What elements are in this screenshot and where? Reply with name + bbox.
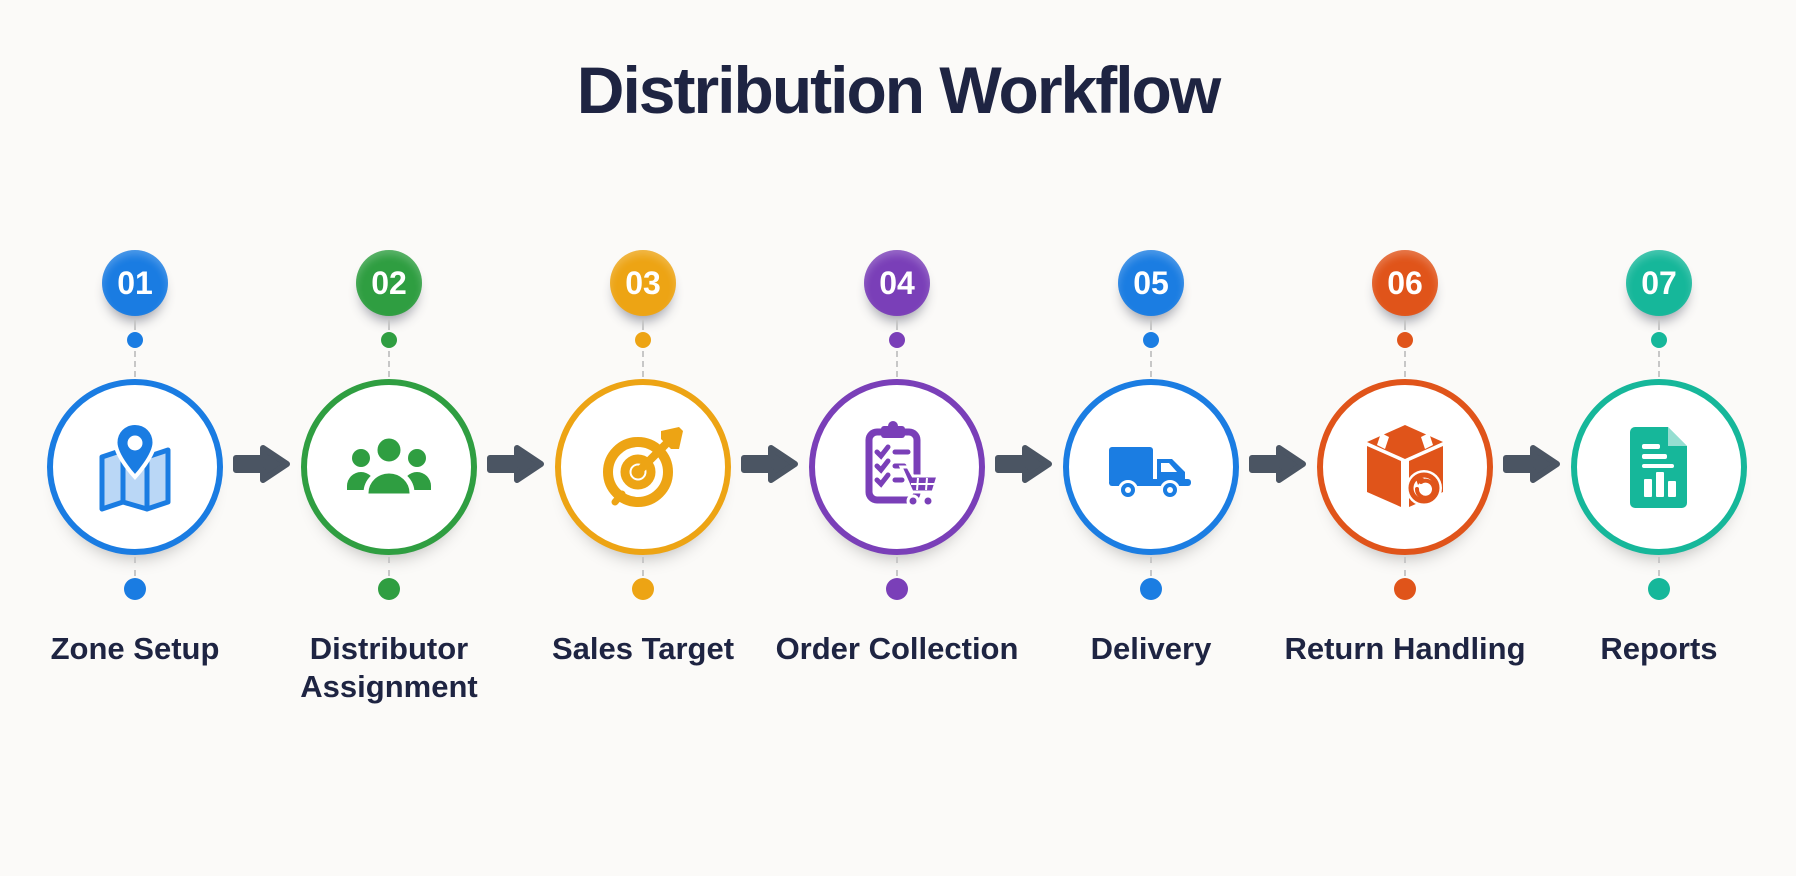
step-label: Reports	[1600, 631, 1718, 666]
step-circle	[47, 379, 223, 555]
connector-dot	[1648, 578, 1670, 600]
connector-line	[1150, 557, 1152, 576]
workflow-step-order-collection: 04 Order Collection	[770, 0, 1024, 876]
flow-arrow-icon	[230, 438, 294, 490]
step-label: Delivery	[1090, 631, 1212, 666]
step-number-badge: 01	[102, 250, 168, 316]
step-number-badge: 07	[1626, 250, 1692, 316]
connector-line	[896, 319, 898, 330]
workflow-step-sales-target: 03 Sales Target	[516, 0, 770, 876]
connector-line	[134, 351, 136, 377]
connector-dot	[635, 332, 651, 348]
connector-line	[896, 351, 898, 377]
report-document-icon	[1609, 417, 1709, 517]
step-number-badge: 02	[356, 250, 422, 316]
step-label: Return Handling	[1284, 631, 1526, 666]
step-label: Zone Setup	[50, 631, 220, 666]
step-circle	[555, 379, 731, 555]
connector-line	[1150, 351, 1152, 377]
connector-dot	[381, 332, 397, 348]
connector-line	[1658, 351, 1660, 377]
delivery-truck-icon	[1101, 417, 1201, 517]
connector-line	[1404, 319, 1406, 330]
connector-line	[1658, 319, 1660, 330]
flow-arrow-icon	[992, 438, 1056, 490]
connector-line	[1658, 557, 1660, 576]
page-title: Distribution Workflow	[576, 53, 1221, 127]
connector-dot	[1397, 332, 1413, 348]
connector-dot	[632, 578, 654, 600]
connector-line	[388, 557, 390, 576]
step-label: Order Collection	[775, 631, 1019, 666]
return-box-icon	[1355, 417, 1455, 517]
flow-arrow-icon	[484, 438, 548, 490]
connector-line	[896, 557, 898, 576]
connector-dot	[127, 332, 143, 348]
flow-arrow-icon	[1500, 438, 1564, 490]
connector-line	[642, 557, 644, 576]
clipboard-cart-icon	[847, 417, 947, 517]
step-circle	[809, 379, 985, 555]
connector-dot	[1651, 332, 1667, 348]
connector-line	[134, 557, 136, 576]
step-label: Sales Target	[551, 631, 735, 666]
connector-dot	[124, 578, 146, 600]
connector-dot	[889, 332, 905, 348]
connector-line	[1404, 351, 1406, 377]
connector-dot	[378, 578, 400, 600]
workflow-step-zone-setup: 01 Zone Setup	[8, 0, 262, 876]
connector-line	[642, 319, 644, 330]
workflow-step-return-handling: 06 Return Handling	[1278, 0, 1532, 876]
flow-arrow-icon	[738, 438, 802, 490]
step-number-badge: 06	[1372, 250, 1438, 316]
connector-dot	[886, 578, 908, 600]
connector-dot	[1140, 578, 1162, 600]
step-circle	[1317, 379, 1493, 555]
flow-arrow-icon	[1246, 438, 1310, 490]
connector-line	[134, 319, 136, 330]
workflow-step-distributor-assignment: 02 Distributor Assignment	[262, 0, 516, 876]
step-number-badge: 04	[864, 250, 930, 316]
team-icon	[339, 417, 439, 517]
step-circle	[1571, 379, 1747, 555]
map-location-icon	[85, 417, 185, 517]
workflow-step-reports: 07 Reports	[1532, 0, 1786, 876]
step-circle	[301, 379, 477, 555]
step-circle	[1063, 379, 1239, 555]
connector-line	[1404, 557, 1406, 576]
step-number-badge: 05	[1118, 250, 1184, 316]
connector-line	[642, 351, 644, 377]
step-number-badge: 03	[610, 250, 676, 316]
connector-line	[1150, 319, 1152, 330]
workflow-step-delivery: 05 Delivery	[1024, 0, 1278, 876]
connector-dot	[1143, 332, 1159, 348]
target-arrow-icon	[593, 417, 693, 517]
connector-line	[388, 319, 390, 330]
connector-dot	[1394, 578, 1416, 600]
step-label: Distributor Assignment	[300, 631, 478, 704]
connector-line	[388, 351, 390, 377]
